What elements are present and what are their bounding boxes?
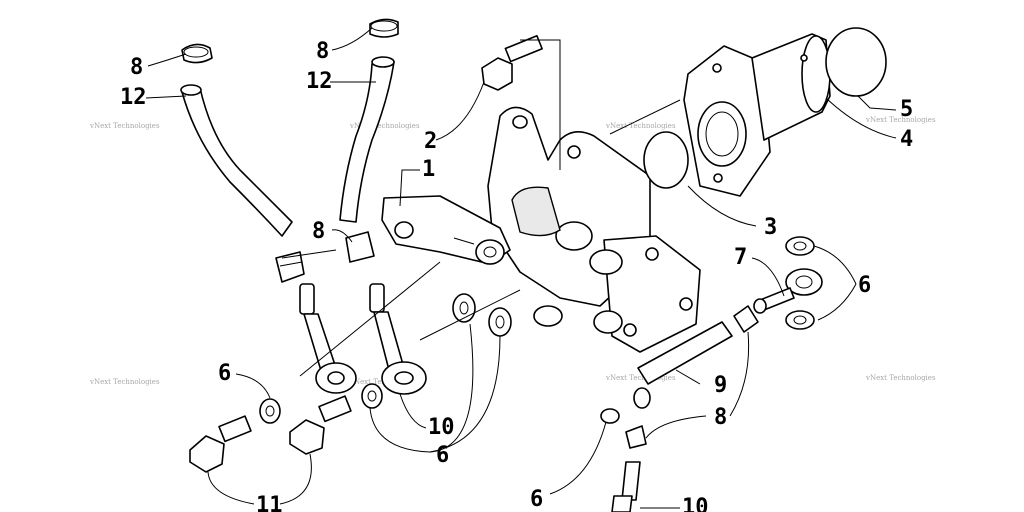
left-hose xyxy=(180,84,293,237)
hose-9 xyxy=(637,321,733,385)
callout-12-left: 12 xyxy=(120,85,147,110)
center-clamp-top xyxy=(369,18,399,38)
oring-large xyxy=(825,27,887,97)
callout-8-left: 8 xyxy=(130,55,143,80)
watermark-2: vNext Technologies xyxy=(349,122,420,130)
callout-6-lower: 6 xyxy=(530,487,543,512)
callout-10-center: 10 xyxy=(428,415,455,440)
callout-6-center: 6 xyxy=(436,443,449,468)
bolt-left xyxy=(189,415,252,473)
watermark-5: vNext Technologies xyxy=(89,378,160,386)
callout-3: 3 xyxy=(764,215,777,240)
lever-arm xyxy=(381,195,511,265)
washers-right xyxy=(785,236,823,330)
clamp-lower xyxy=(625,305,759,449)
callout-10-lower: 10 xyxy=(682,495,709,512)
fitting-lower xyxy=(611,461,641,512)
callout-1: 1 xyxy=(422,157,435,182)
watermark-7: vNext Technologies xyxy=(605,374,676,382)
callout-7: 7 xyxy=(734,245,747,270)
callout-8-mid: 8 xyxy=(312,219,325,244)
center-hose xyxy=(339,56,395,223)
center-clamp-mid xyxy=(345,231,375,263)
mount-cylinder xyxy=(751,33,831,141)
washer-lower xyxy=(600,387,651,424)
banjo-bolt-right xyxy=(753,287,795,314)
center-fitting xyxy=(369,283,427,395)
callout-9: 9 xyxy=(714,373,727,398)
callout-2: 2 xyxy=(424,129,437,154)
washers-left xyxy=(259,293,512,424)
mount-flange xyxy=(683,45,771,197)
pump-body xyxy=(487,106,701,353)
watermark-8: vNext Technologies xyxy=(865,374,936,382)
callout-12-center: 12 xyxy=(306,69,333,94)
watermark-1: vNext Technologies xyxy=(89,122,160,130)
callout-labels: 8 12 8 12 2 1 8 5 4 3 7 6 6 9 8 10 6 11 … xyxy=(120,39,913,512)
callout-6-right: 6 xyxy=(858,273,871,298)
left-fitting xyxy=(299,283,357,394)
callout-11: 11 xyxy=(256,493,283,512)
top-bolt xyxy=(481,34,543,91)
bolt-center xyxy=(289,395,352,455)
callout-4: 4 xyxy=(900,127,913,152)
callout-5: 5 xyxy=(900,97,913,122)
watermark-4: vNext Technologies xyxy=(865,116,936,124)
left-clamp-top xyxy=(181,43,213,64)
callout-8-center: 8 xyxy=(316,39,329,64)
leader-lines xyxy=(145,27,897,509)
callout-8-lower: 8 xyxy=(714,405,727,430)
watermark-3: vNext Technologies xyxy=(605,122,676,130)
oring-small xyxy=(643,131,689,189)
left-clamp-mid xyxy=(275,251,305,283)
callout-6-left: 6 xyxy=(218,361,231,386)
